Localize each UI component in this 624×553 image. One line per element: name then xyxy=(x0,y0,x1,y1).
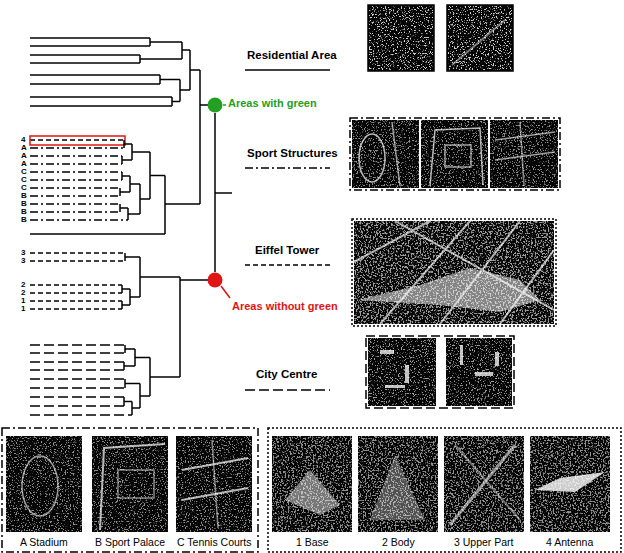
image-caption: 2 Body xyxy=(382,536,415,548)
leaf-label: 2 xyxy=(21,288,25,297)
cluster-label: Areas without green xyxy=(232,300,338,313)
leaf-label: A xyxy=(21,159,27,168)
leaf-label: C xyxy=(21,175,27,184)
leaf-label: C xyxy=(21,183,27,192)
legend-text: Eiffel Tower xyxy=(255,244,319,257)
legend-text: City Centre xyxy=(256,368,317,381)
cluster-node: Areas without green xyxy=(207,272,223,288)
legend-text: Sport Structures xyxy=(247,147,338,160)
leaf-label: 1 xyxy=(21,296,25,305)
image-caption: 4 Antenna xyxy=(546,536,593,548)
leaf-label: B xyxy=(21,199,27,208)
legend-text: Residential Area xyxy=(247,49,337,62)
leaf-label: 2 xyxy=(21,280,25,289)
image-caption: 1 Base xyxy=(296,536,329,548)
cluster-label: Areas with green xyxy=(228,97,317,110)
cluster-node: Areas with green xyxy=(207,97,223,113)
leaf-label: B xyxy=(21,191,27,200)
leaf-label: B xyxy=(21,215,27,224)
leaf-label: A xyxy=(21,151,27,160)
leaf-label: C xyxy=(21,167,27,176)
leaf-label: 3 xyxy=(21,248,25,257)
image-caption: 3 Upper Part xyxy=(454,536,514,548)
image-caption: C Tennis Courts xyxy=(177,536,252,548)
cluster-dot xyxy=(207,97,223,113)
leaf-label: A xyxy=(21,143,27,152)
tree-branch xyxy=(215,113,216,272)
image-caption: B Sport Palace xyxy=(95,536,165,548)
leaf-label: 4 xyxy=(21,135,25,144)
leaf-label: 3 xyxy=(21,256,25,265)
cluster-dot xyxy=(207,272,223,288)
leaf-label: 1 xyxy=(21,304,25,313)
image-caption: A Stadium xyxy=(20,536,68,548)
leaf-label: B xyxy=(21,207,27,216)
